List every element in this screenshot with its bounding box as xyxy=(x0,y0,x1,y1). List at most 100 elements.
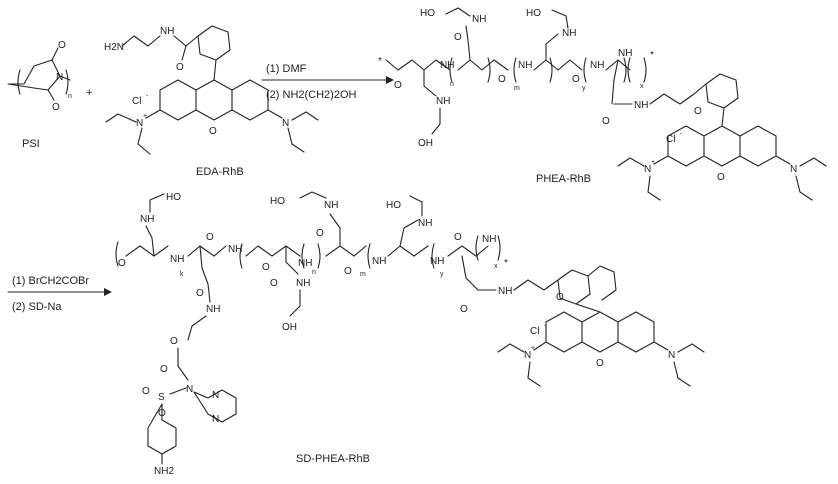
psi-sub-n: n xyxy=(68,93,72,100)
sd-o3b: O xyxy=(270,278,278,289)
phea-rhb-label: PHEA-RhB xyxy=(536,173,591,185)
phea-n2: NH xyxy=(518,60,532,71)
sd-nh-top3: NH xyxy=(418,218,432,229)
sd-o-side: O xyxy=(196,288,204,299)
phea-star-left: * xyxy=(378,56,382,67)
phea-oh-side1: OH xyxy=(418,138,433,149)
psi-structure: O O N n PSI xyxy=(7,40,72,150)
sd-pyrimidine-n2: N xyxy=(212,414,219,425)
sd-n5: NH xyxy=(430,256,444,267)
phea-n-charge: + xyxy=(651,159,655,166)
sd-n6: NH xyxy=(482,234,496,245)
sd-n-right: N xyxy=(668,350,675,361)
phea-n-right: N xyxy=(790,164,797,175)
eda-cl-charge: - xyxy=(146,93,149,100)
sd-sub-k: k xyxy=(180,271,184,278)
phea-sub-y: y xyxy=(582,85,586,92)
eda-h2n: H2N xyxy=(104,42,124,53)
sd-n-plus: N xyxy=(524,350,531,361)
sd-n-sulfonamide: N xyxy=(186,384,193,395)
phea-cl-charge: - xyxy=(680,131,683,138)
eda-n-plus: N xyxy=(136,118,143,129)
eda-n-charge: + xyxy=(143,113,147,120)
sd-o2: O xyxy=(206,232,214,243)
phea-o2: O xyxy=(454,32,462,43)
sd-s: S xyxy=(158,392,165,403)
phea-n-plus: N xyxy=(644,164,651,175)
step2-cond-1: (1) BrCH2COBr xyxy=(12,275,89,287)
sd-nh-side2: NH xyxy=(296,278,310,289)
sd-cl-charge: - xyxy=(544,323,547,330)
sd-o3: O xyxy=(262,262,270,273)
phea-ho-top1: HO xyxy=(420,8,435,19)
eda-n-right: N xyxy=(282,118,289,129)
sd-nh2: NH2 xyxy=(154,466,174,477)
sd-o5: O xyxy=(344,266,352,277)
eda-o-amide: O xyxy=(176,62,184,73)
phea-sub-n: n xyxy=(450,81,454,88)
phea-n3: NH xyxy=(590,60,604,71)
sd-star-right: * xyxy=(504,258,508,269)
phea-nh-top1: NH xyxy=(472,14,486,25)
phea-n4: NH xyxy=(618,48,632,59)
phea-nh-side1: NH xyxy=(436,96,450,107)
step2-cond-2: (2) SD-Na xyxy=(12,301,62,313)
sd-ester-o: O xyxy=(170,336,178,347)
phea-nh-link: NH xyxy=(634,100,648,111)
plus-sign: + xyxy=(86,87,92,99)
sd-nh-top1: NH xyxy=(140,214,154,225)
sd-phea-rhb-label: SD-PHEA-RhB xyxy=(296,453,370,465)
step1-cond-2: (2) NH2(CH2)2OH xyxy=(266,89,357,101)
sd-n2: NH xyxy=(228,244,242,255)
sd-n4: NH xyxy=(372,256,386,267)
eda-xanthene-o: O xyxy=(209,126,217,137)
step1-cond-1: (1) DMF xyxy=(266,63,307,75)
sd-sub-x: x xyxy=(494,263,498,270)
sd-o6: O xyxy=(454,232,462,243)
phea-nh-top2: NH xyxy=(562,28,576,39)
sd-pyrimidine-n1: N xyxy=(212,390,219,401)
sd-n3: NH xyxy=(298,258,312,269)
phea-o1: O xyxy=(394,80,402,91)
arrow-step2: (1) BrCH2COBr (2) SD-Na xyxy=(7,275,112,313)
psi-o-top: O xyxy=(58,40,66,51)
phea-o4: O xyxy=(572,74,580,85)
eda-rhb-label: EDA-RhB xyxy=(196,166,244,178)
sd-sub-m: m xyxy=(360,271,366,278)
sd-oh-top1: HO xyxy=(166,192,181,203)
sd-phea-rhb-structure: O NH HO NH k O O NH O O N S O O NH2 N N … xyxy=(115,191,705,477)
phea-n1: NH xyxy=(440,60,454,71)
phea-star-right: * xyxy=(650,50,654,61)
sd-n1: NH xyxy=(170,254,184,265)
phea-sub-m: m xyxy=(514,85,520,92)
phea-o5: O xyxy=(602,116,610,127)
phea-o-amide2: O xyxy=(694,106,702,117)
phea-o3: O xyxy=(498,74,506,85)
sd-o1: O xyxy=(118,258,126,269)
phea-sub-x: x xyxy=(640,83,644,90)
phea-ho-top2: HO xyxy=(526,8,541,19)
sd-xanthene-o: O xyxy=(596,358,604,369)
psi-n: N xyxy=(56,72,63,83)
sd-so-1: O xyxy=(142,386,150,397)
eda-nh: NH xyxy=(160,26,174,37)
phea-xanthene-o: O xyxy=(717,172,725,183)
eda-rhb-structure: H2N NH O O N + Cl - N EDA-RhB xyxy=(104,25,319,178)
sd-n-charge: + xyxy=(531,345,535,352)
eda-cl: Cl xyxy=(132,96,141,107)
arrow-step1: (1) DMF (2) NH2(CH2)2OH xyxy=(261,63,394,101)
sd-sub-y: y xyxy=(440,271,444,278)
sd-sub-n: n xyxy=(312,269,316,276)
sd-ho-top2: HO xyxy=(270,196,285,207)
sd-cl: Cl xyxy=(530,326,539,337)
sd-oh-side2: OH xyxy=(282,322,297,333)
sd-nh-side: NH xyxy=(206,304,220,315)
sd-carbonyl-o: O xyxy=(160,364,168,375)
psi-o-bottom: O xyxy=(52,102,60,113)
phea-cl: Cl xyxy=(666,134,675,145)
psi-label: PSI xyxy=(22,138,40,150)
sd-ho-top3: HO xyxy=(386,200,401,211)
sd-nh-link: NH xyxy=(498,286,512,297)
